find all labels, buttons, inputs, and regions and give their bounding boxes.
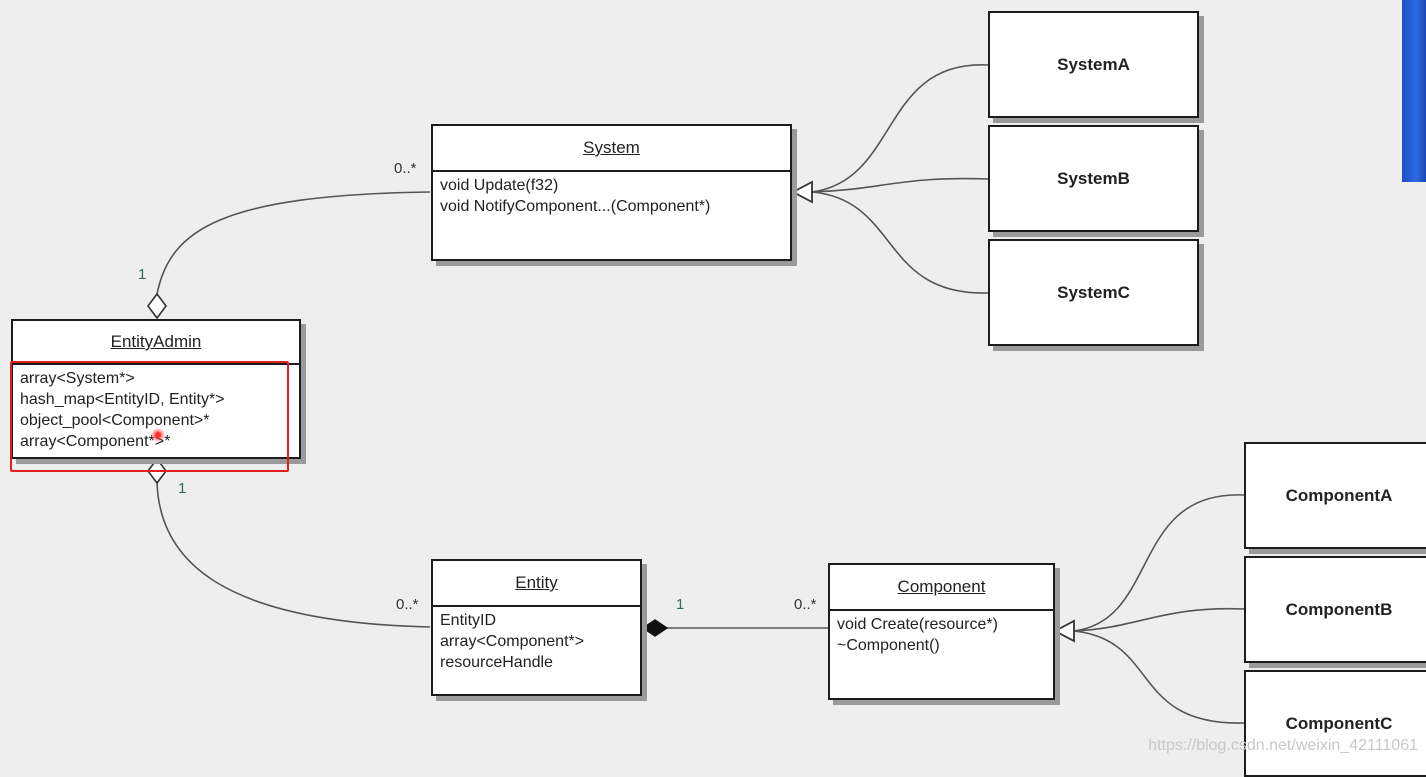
entity-field-id: EntityID xyxy=(440,612,497,629)
inheritance-componentc-line xyxy=(1073,630,1245,724)
class-entity-admin-fields: array<System*> hash_map<EntityID, Entity… xyxy=(13,365,299,452)
entity-admin-field-systems: array<System*> xyxy=(20,370,135,387)
inheritance-systemc-line xyxy=(811,191,989,294)
component-method-destructor: ~Component() xyxy=(837,637,940,654)
mult-admin-entity-admin: 1 xyxy=(178,480,187,497)
highlight-annotation-box xyxy=(10,361,289,472)
class-system-name: System xyxy=(433,126,790,172)
mult-admin-system-system: 0..* xyxy=(394,160,417,177)
entity-field-components: array<Component*> xyxy=(440,633,585,650)
inheritance-componentb-line xyxy=(1073,607,1245,632)
aggregation-diamond-top xyxy=(147,292,167,320)
entity-admin-field-components: array<Component*>* xyxy=(20,433,171,450)
system-method-notify: void NotifyComponent...(Component*) xyxy=(440,198,711,215)
inheritance-arrow-system xyxy=(791,180,813,204)
class-component-name: Component xyxy=(830,565,1053,611)
class-entity-admin-name: EntityAdmin xyxy=(13,321,299,365)
inheritance-systemb-line xyxy=(811,177,989,193)
aggregation-admin-entity-line xyxy=(156,482,431,628)
class-systemb: SystemB xyxy=(988,125,1199,232)
class-entity-fields: EntityID array<Component*> resourceHandl… xyxy=(433,607,640,673)
class-entity-name: Entity xyxy=(433,561,640,607)
mult-admin-entity-entity: 0..* xyxy=(396,596,419,613)
mouse-cursor-indicator xyxy=(151,428,165,442)
component-method-create: void Create(resource*) xyxy=(837,616,998,633)
inheritance-systema-line xyxy=(811,64,989,193)
blue-edge-panel xyxy=(1402,0,1426,182)
class-systema: SystemA xyxy=(988,11,1199,118)
inheritance-arrow-component xyxy=(1053,619,1075,643)
mult-admin-system-admin: 1 xyxy=(138,266,147,283)
inheritance-componenta-line xyxy=(1073,494,1245,632)
system-method-update: void Update(f32) xyxy=(440,177,559,194)
class-system-methods: void Update(f32) void NotifyComponent...… xyxy=(433,172,790,217)
entity-admin-field-hashmap: hash_map<EntityID, Entity*> xyxy=(20,391,225,408)
entity-admin-field-objectpool: object_pool<Component>* xyxy=(20,412,210,429)
class-systemc: SystemC xyxy=(988,239,1199,346)
class-system: System void Update(f32) void NotifyCompo… xyxy=(431,124,792,261)
entity-field-resource: resourceHandle xyxy=(440,654,553,671)
mult-entity-component-component: 0..* xyxy=(794,596,817,613)
class-componenta: ComponentA xyxy=(1244,442,1426,549)
class-entity: Entity EntityID array<Component*> resour… xyxy=(431,559,642,696)
class-component: Component void Create(resource*) ~Compon… xyxy=(828,563,1055,700)
composition-diamond xyxy=(641,619,669,637)
watermark-text: https://blog.csdn.net/weixin_42111061 xyxy=(1148,737,1418,754)
class-componentb: ComponentB xyxy=(1244,556,1426,663)
aggregation-admin-system-line xyxy=(156,191,431,295)
mult-entity-component-entity: 1 xyxy=(676,596,685,613)
class-componentc: ComponentC xyxy=(1244,670,1426,777)
class-component-methods: void Create(resource*) ~Component() xyxy=(830,611,1053,656)
